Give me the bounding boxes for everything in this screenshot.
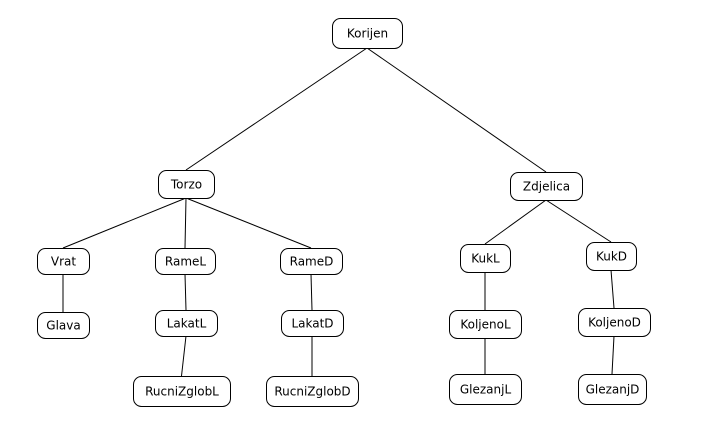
node-koljenol: KoljenoL [449,310,522,339]
node-box-ramed [280,248,343,275]
edge-zdjelica-kukd [545,199,612,243]
node-koljenod: KoljenoD [578,308,651,337]
node-box-lakatl [155,310,218,337]
node-box-vrat [37,248,90,275]
node-label-korijen: Korijen [347,27,388,41]
edge-koljenod-glezanjd [611,335,615,375]
node-label-glezanjl: GlezanjL [460,383,512,397]
node-box-zdjelica [510,172,583,201]
node-label-ramel: RameL [165,255,207,269]
node-box-glezanjl [449,374,522,405]
edge-zdjelica-kukl [484,199,547,245]
edge-torzo-ramel [184,197,187,249]
node-label-rucnizglobl: RucniZglobL [145,385,219,399]
node-label-kukd: KukD [596,250,627,264]
node-label-ramed: RameD [290,255,334,269]
node-label-glava: Glava [46,319,80,333]
node-rucnizglobl: RucniZglobL [133,376,231,407]
node-glezanjl: GlezanjL [449,374,522,405]
node-box-rucnizglobd [266,376,359,407]
node-box-koljenod [578,308,651,337]
edge-kukd-koljenod [610,269,615,309]
node-korijen: Korijen [332,18,403,49]
node-box-lakatd [281,310,344,337]
node-label-vrat: Vrat [51,255,76,269]
node-vrat: Vrat [37,248,90,275]
node-glava: Glava [37,312,90,339]
node-label-glezanjd: GlezanjD [586,383,640,397]
node-kukd: KukD [586,242,637,271]
node-label-torzo: Torzo [170,178,202,192]
edge-korijen-torzo [185,47,368,171]
edge-torzo-ramed [185,197,312,249]
node-label-koljenol: KoljenoL [460,318,511,332]
node-ramel: RameL [155,248,216,275]
node-label-lakatd: LakatD [291,317,333,331]
node-torzo: Torzo [158,170,215,199]
node-box-koljenol [449,310,522,339]
node-box-kukd [586,242,637,271]
edge-korijen-zdjelica [366,47,547,173]
edge-lakatl-rucnizglobl [181,335,187,377]
edges-layer [62,47,615,377]
node-label-lakatl: LakatL [167,317,207,331]
node-box-glava [37,312,90,339]
node-box-rucnizglobl [133,376,231,407]
node-label-kukl: KukL [471,252,500,266]
edge-torzo-vrat [62,197,187,249]
node-label-koljenod: KoljenoD [588,316,641,330]
node-label-rucnizglobd: RucniZglobD [274,385,350,399]
node-kukl: KukL [460,244,511,273]
node-label-zdjelica: Zdjelica [523,180,570,194]
node-box-kukl [460,244,511,273]
node-box-torzo [158,170,215,199]
edge-ramed-lakatd [310,273,313,311]
node-zdjelica: Zdjelica [510,172,583,201]
node-box-ramel [155,248,216,275]
edge-ramel-lakatl [184,273,187,311]
node-lakatd: LakatD [281,310,344,337]
node-lakatl: LakatL [155,310,218,337]
node-box-glezanjd [578,374,647,405]
node-box-korijen [332,18,403,49]
node-ramed: RameD [280,248,343,275]
node-rucnizglobd: RucniZglobD [266,376,359,407]
node-glezanjd: GlezanjD [578,374,647,405]
